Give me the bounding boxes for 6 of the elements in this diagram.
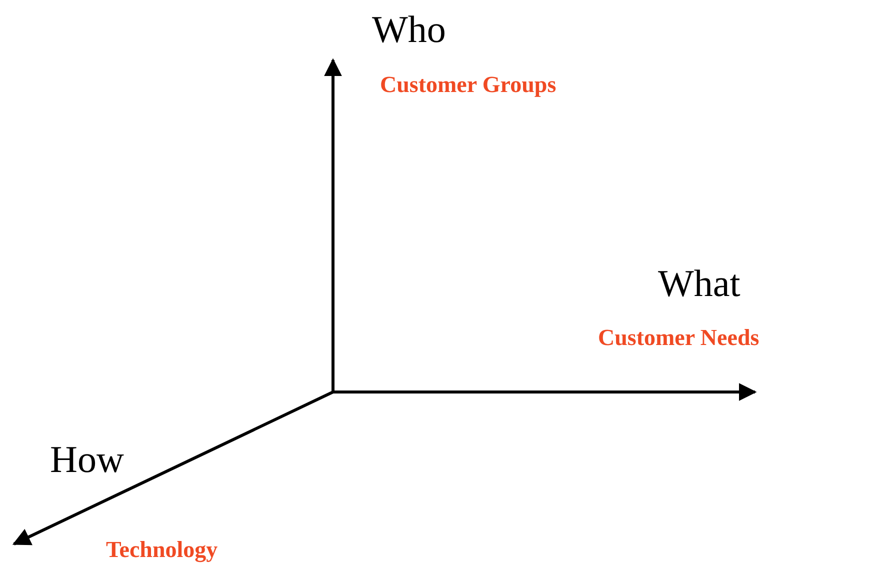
axis-caption: Customer Groups	[380, 71, 556, 99]
axis-caption: Technology	[106, 536, 218, 564]
axis-label: Who	[372, 8, 446, 52]
axis-label: What	[658, 262, 740, 306]
axis-label: How	[50, 438, 124, 482]
axis-caption: Customer Needs	[598, 324, 760, 352]
